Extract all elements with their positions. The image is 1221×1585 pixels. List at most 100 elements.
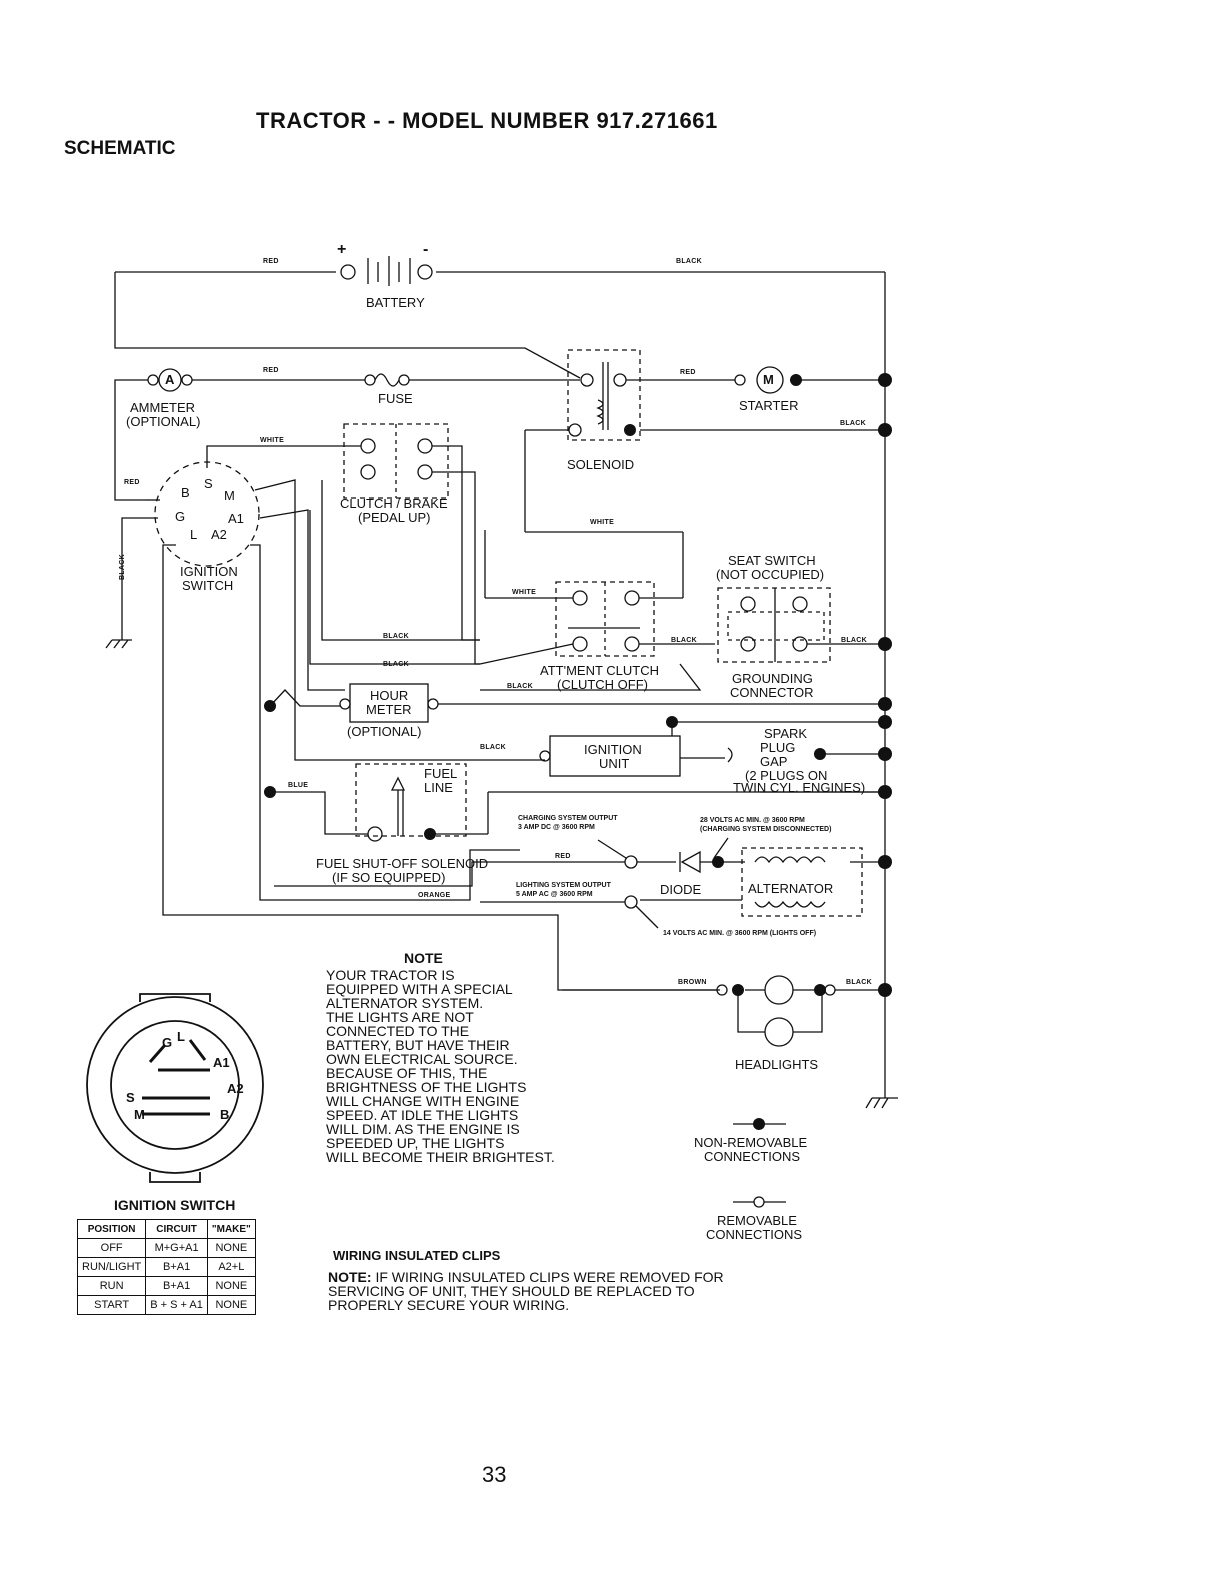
- volts-28-label-2: (CHARGING SYSTEM DISCONNECTED): [700, 826, 832, 833]
- grounding-label-2: CONNECTOR: [730, 685, 814, 700]
- note-title: NOTE: [404, 950, 443, 966]
- wire-label-black: BLACK: [846, 979, 872, 986]
- non-removable-connections: [264, 373, 892, 1130]
- lighting-output-label: LIGHTING SYSTEM OUTPUT: [516, 882, 611, 889]
- starter-label: STARTER: [739, 398, 799, 413]
- fuel-solenoid-box: [355, 763, 467, 837]
- headlight-upper: [764, 975, 794, 1005]
- hour-meter-label: HOUR: [370, 688, 409, 703]
- terminal-m: M: [224, 488, 235, 503]
- terminal-a2: A2: [211, 527, 227, 542]
- legend-non-removable: NON-REMOVABLE: [694, 1135, 808, 1150]
- seat-switch-sub: (NOT OCCUPIED): [716, 567, 825, 582]
- face-letter-g: G: [162, 1035, 173, 1050]
- wire-label-red: RED: [263, 367, 279, 374]
- battery-plus-sign: +: [337, 241, 347, 258]
- table-row: RUN B+A1 NONE: [76, 1276, 256, 1296]
- table-header: POSITION: [76, 1219, 147, 1239]
- table-row: OFF M+G+A1 NONE: [76, 1238, 256, 1258]
- spark-plug-label-4: (2 PLUGS ON: [745, 768, 828, 783]
- clips-title: WIRING INSULATED CLIPS: [333, 1248, 501, 1263]
- wire-label-black: BLACK: [840, 420, 866, 427]
- solenoid-box: [567, 349, 641, 441]
- clutch-brake-sub: (PEDAL UP): [358, 510, 431, 525]
- wire-label-black: BLACK: [671, 637, 697, 644]
- clips-note-label: NOTE:: [328, 1269, 372, 1285]
- table-cell: B + S + A1: [145, 1295, 208, 1315]
- table-cell: RUN/LIGHT: [76, 1257, 147, 1277]
- wire-label-brown: BROWN: [678, 979, 707, 986]
- wire-label-white: WHITE: [260, 437, 285, 444]
- wire-label-red: RED: [263, 258, 279, 265]
- alternator-box: [741, 847, 863, 917]
- spark-plug-label: SPARK: [764, 726, 808, 741]
- section-title: SCHEMATIC: [64, 138, 176, 159]
- face-letter-l: L: [177, 1029, 185, 1044]
- seat-switch-box: [717, 587, 831, 663]
- battery-symbol: [340, 256, 433, 286]
- ammeter-label: AMMETER: [130, 400, 195, 415]
- fuel-solenoid-label: FUEL SHUT-OFF SOLENOID: [316, 856, 489, 871]
- table-cell: OFF: [76, 1238, 147, 1258]
- grounding-label: GROUNDING: [732, 671, 813, 686]
- ammeter-symbol: A: [165, 372, 175, 387]
- diode-label: DIODE: [660, 882, 702, 897]
- ignition-switch-face-title: IGNITION SWITCH: [114, 1197, 236, 1213]
- table-row: RUN/LIGHT B+A1 A2+L: [76, 1257, 256, 1277]
- volts-28-label: 28 VOLTS AC MIN. @ 3600 RPM: [700, 817, 805, 824]
- table-header: CIRCUIT: [145, 1219, 208, 1239]
- fuel-solenoid-sub: (IF SO EQUIPPED): [332, 870, 446, 885]
- legend-non-removable-2: CONNECTIONS: [704, 1149, 801, 1164]
- terminal-b: B: [181, 485, 190, 500]
- table-header: "MAKE": [206, 1219, 256, 1239]
- attachment-clutch-label: ATT'MENT CLUTCH: [540, 663, 659, 678]
- table-cell: A2+L: [206, 1257, 256, 1277]
- table-cell: RUN: [76, 1276, 147, 1296]
- wire-label-red: RED: [680, 369, 696, 376]
- seat-switch-label: SEAT SWITCH: [728, 553, 816, 568]
- wire-label-blue: BLUE: [288, 782, 309, 789]
- legend-removable-2: CONNECTIONS: [706, 1227, 803, 1242]
- ammeter-circle: [158, 368, 182, 392]
- face-letter-a1: A1: [213, 1055, 230, 1070]
- page-title: TRACTOR - - MODEL NUMBER 917.271661: [256, 108, 718, 133]
- fuse-label: FUSE: [378, 391, 413, 406]
- face-letter-m: M: [134, 1107, 145, 1122]
- hour-meter-label-2: METER: [366, 702, 412, 717]
- fuse-symbol: [374, 373, 400, 387]
- wire-label-black: BLACK: [480, 744, 506, 751]
- face-letter-b: B: [220, 1107, 230, 1122]
- table-cell: NONE: [206, 1276, 256, 1296]
- spark-plug-label-5: TWIN CYL. ENGINES): [733, 780, 866, 795]
- wire-label-white: WHITE: [590, 519, 615, 526]
- wire-label-black: BLACK: [676, 258, 702, 265]
- spark-plug-label-2: PLUG: [760, 740, 796, 755]
- spark-plug-label-3: GAP: [760, 754, 788, 769]
- terminal-s: S: [204, 476, 213, 491]
- ignition-switch-label-2: SWITCH: [182, 578, 234, 593]
- volts-14-label: 14 VOLTS AC MIN. @ 3600 RPM (LIGHTS OFF): [663, 930, 817, 937]
- ammeter-optional-label: (OPTIONAL): [126, 414, 201, 429]
- clutch-brake-label: CLUTCH / BRAKE: [340, 496, 448, 511]
- wire-label-black: BLACK: [841, 637, 867, 644]
- starter-symbol: M: [763, 372, 774, 387]
- terminal-g: G: [175, 509, 186, 524]
- headlights-label: HEADLIGHTS: [735, 1057, 819, 1072]
- wire-label-orange: ORANGE: [418, 892, 451, 899]
- table-cell: B+A1: [145, 1276, 208, 1296]
- face-letter-a2: A2: [227, 1081, 244, 1096]
- alternator-label: ALTERNATOR: [748, 881, 834, 896]
- ignition-switch-face: [86, 993, 264, 1183]
- table-cell: START: [76, 1295, 147, 1315]
- lighting-output-label-2: 5 AMP AC @ 3600 RPM: [516, 891, 593, 898]
- battery-label: BATTERY: [366, 295, 425, 310]
- charging-output-label-2: 3 AMP DC @ 3600 RPM: [518, 824, 595, 831]
- page-number: 33: [482, 1462, 507, 1487]
- table-cell: NONE: [206, 1295, 256, 1315]
- wire-label-black-vertical: BLACK: [119, 554, 126, 580]
- wire-battery-red: [114, 272, 581, 379]
- starter-circle: [756, 366, 784, 394]
- wire-label-white: WHITE: [512, 589, 537, 596]
- note-text: YOUR TRACTOR IS EQUIPPED WITH A SPECIAL …: [326, 967, 555, 1165]
